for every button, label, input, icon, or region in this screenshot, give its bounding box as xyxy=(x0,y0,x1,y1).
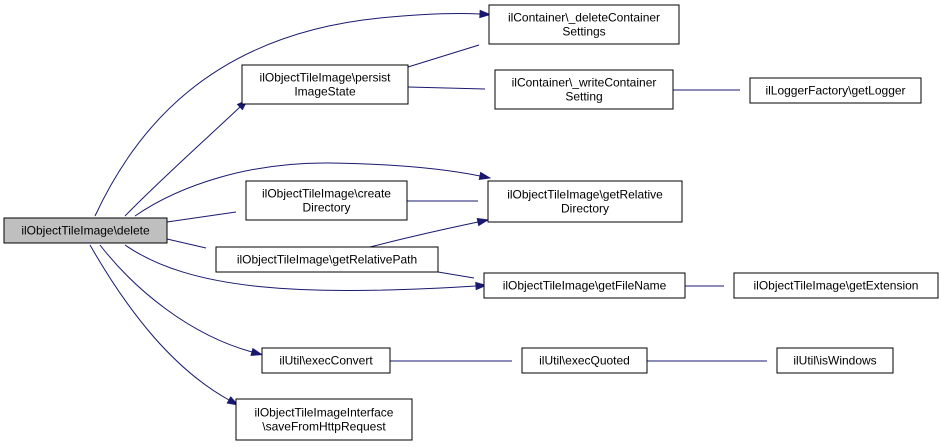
node-label: ilContainer\_writeContainer xyxy=(512,76,657,90)
edge-delete-to-getRelativeDirectory xyxy=(134,162,492,217)
arrowhead-icon xyxy=(479,9,492,19)
edge-persistImageState-to-writeContainerSetting xyxy=(407,86,486,90)
node-box xyxy=(488,4,680,45)
node-box xyxy=(215,246,439,273)
edge-line xyxy=(124,106,241,217)
node-getFileName[interactable]: ilObjectTileImage\getFileName xyxy=(483,272,686,299)
node-label: ilObjectTileImage\create xyxy=(262,187,391,201)
node-label: ilUtil\execConvert xyxy=(279,354,373,368)
arrowhead-icon xyxy=(478,171,492,181)
node-box xyxy=(245,180,408,221)
node-label: ilObjectTileImage\getFileName xyxy=(503,279,667,293)
node-saveFromHttpRequest[interactable]: ilObjectTileImageInterface\saveFromHttpR… xyxy=(235,398,413,441)
node-box xyxy=(521,347,648,374)
arrowhead-icon xyxy=(476,217,490,227)
edge-line xyxy=(437,271,475,279)
edge-line xyxy=(407,44,480,68)
node-label: ilObjectTileImage\getExtension xyxy=(754,279,919,293)
node-getLogger[interactable]: ilLoggerFactory\getLogger xyxy=(749,77,922,104)
node-label: ilObjectTileImage\getRelativePath xyxy=(237,253,417,267)
node-label: Setting xyxy=(565,90,602,104)
edge-getRelativePath-to-getFileName xyxy=(437,271,475,279)
edge-line xyxy=(134,162,481,217)
node-box xyxy=(494,69,674,110)
edge-delete-to-getRelativePath xyxy=(166,238,207,249)
node-label: ilObjectTileImage\delete xyxy=(21,224,150,238)
nodes-layer: ilObjectTileImage\delete ilContainer\_del… xyxy=(3,4,939,441)
arrowhead-icon xyxy=(475,281,488,291)
node-getExtension[interactable]: ilObjectTileImage\getExtension xyxy=(733,272,939,299)
node-getRelativePath[interactable]: ilObjectTileImage\getRelativePath xyxy=(215,246,439,273)
edge-line xyxy=(94,12,481,217)
edge-delete-to-getFileName xyxy=(124,244,488,292)
node-execConvert[interactable]: ilUtil\execConvert xyxy=(261,347,391,374)
node-label: ilObjectTileImage\getRelative xyxy=(507,188,663,202)
edge-line xyxy=(166,211,237,223)
edge-line xyxy=(166,238,207,249)
node-box xyxy=(776,347,894,374)
node-box xyxy=(235,398,413,441)
node-label: ilUtil\execQuoted xyxy=(539,354,630,368)
edge-delete-to-execConvert xyxy=(99,244,264,356)
edge-delete-to-createDirectory xyxy=(166,211,237,223)
node-label: ilContainer\_deleteContainer xyxy=(508,11,660,25)
node-box xyxy=(749,77,922,104)
edge-delete-to-persistImageState xyxy=(124,99,249,217)
edge-delete-to-deleteContainerSettings xyxy=(94,9,492,217)
edge-delete-to-saveFromHttpRequest xyxy=(89,244,240,406)
node-box xyxy=(241,64,409,105)
edge-getRelativePath-to-getRelativeDirectory xyxy=(369,217,490,248)
edge-line xyxy=(89,244,230,401)
node-label: Settings xyxy=(562,25,605,39)
edge-line xyxy=(99,244,253,353)
node-label: Directory xyxy=(561,202,609,216)
node-delete[interactable]: ilObjectTileImage\delete xyxy=(3,217,168,244)
node-label: ilLoggerFactory\getLogger xyxy=(765,84,905,98)
edge-line xyxy=(407,86,486,90)
edge-line xyxy=(124,244,477,292)
node-box xyxy=(483,272,686,299)
edge-persistImageState-to-deleteContainerSettings xyxy=(407,44,480,68)
node-label: ImageState xyxy=(294,85,356,99)
node-label: ilObjectTileImage\persist xyxy=(260,71,392,85)
arrowhead-icon xyxy=(250,347,264,356)
node-label: Directory xyxy=(302,201,350,215)
node-box xyxy=(261,347,391,374)
node-box xyxy=(733,272,939,299)
arrowhead-icon xyxy=(226,396,240,406)
node-label: ilUtil\isWindows xyxy=(793,354,876,368)
node-execQuoted[interactable]: ilUtil\execQuoted xyxy=(521,347,648,374)
node-label: \saveFromHttpRequest xyxy=(262,420,386,434)
node-label: ilObjectTileImageInterface xyxy=(255,406,394,420)
node-isWindows[interactable]: ilUtil\isWindows xyxy=(776,347,894,374)
node-box xyxy=(487,180,683,223)
node-box xyxy=(3,217,168,244)
edge-line xyxy=(369,221,479,248)
